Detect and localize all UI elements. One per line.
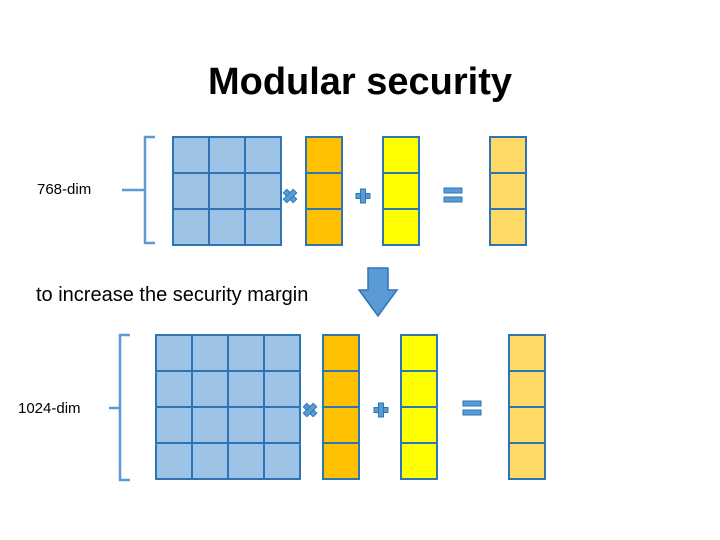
matrix-cell bbox=[244, 136, 282, 174]
security-margin-note: to increase the security margin bbox=[36, 284, 309, 306]
result-cell bbox=[508, 370, 546, 408]
result-cell bbox=[489, 208, 527, 246]
vector-cell bbox=[400, 334, 438, 372]
vector-cell bbox=[322, 334, 360, 372]
vector-cell bbox=[305, 208, 343, 246]
matrix-cell bbox=[172, 172, 210, 210]
matrix-cell bbox=[263, 334, 301, 372]
equals-icon bbox=[443, 187, 463, 194]
vector-cell bbox=[400, 406, 438, 444]
plus-icon bbox=[378, 402, 384, 418]
equals-icon bbox=[462, 400, 482, 407]
slide-title: Modular security bbox=[207, 61, 513, 103]
result-cell bbox=[508, 334, 546, 372]
matrix-cell bbox=[172, 208, 210, 246]
vector-cell bbox=[322, 442, 360, 480]
vector-cell bbox=[382, 136, 420, 174]
vector-cell bbox=[322, 406, 360, 444]
matrix-cell bbox=[263, 370, 301, 408]
matrix-cell bbox=[172, 136, 210, 174]
times-icon bbox=[302, 402, 318, 418]
dim-label-768: 768-dim bbox=[37, 181, 92, 198]
vector-cell bbox=[305, 172, 343, 210]
down-arrow-icon bbox=[357, 267, 399, 318]
matrix-cell bbox=[227, 442, 265, 480]
matrix-cell bbox=[244, 208, 282, 246]
matrix-cell bbox=[155, 442, 193, 480]
brace bbox=[118, 333, 130, 482]
matrix-cell bbox=[191, 334, 229, 372]
matrix-cell bbox=[155, 406, 193, 444]
matrix-cell bbox=[263, 442, 301, 480]
vector-cell bbox=[382, 172, 420, 210]
matrix-cell bbox=[208, 136, 246, 174]
matrix-cell bbox=[155, 334, 193, 372]
vector-cell bbox=[305, 136, 343, 174]
matrix-cell bbox=[191, 442, 229, 480]
matrix-cell bbox=[227, 334, 265, 372]
result-cell bbox=[508, 406, 546, 444]
dim-label-1024: 1024-dim bbox=[18, 400, 81, 417]
equals-icon bbox=[462, 409, 482, 416]
matrix-cell bbox=[191, 370, 229, 408]
matrix-cell bbox=[227, 406, 265, 444]
vector-cell bbox=[400, 370, 438, 408]
matrix-cell bbox=[263, 406, 301, 444]
result-cell bbox=[508, 442, 546, 480]
matrix-cell bbox=[208, 172, 246, 210]
equals-icon bbox=[443, 196, 463, 203]
matrix-cell bbox=[208, 208, 246, 246]
matrix-cell bbox=[155, 370, 193, 408]
vector-cell bbox=[322, 370, 360, 408]
plus-icon bbox=[360, 188, 366, 204]
matrix-cell bbox=[244, 172, 282, 210]
result-cell bbox=[489, 136, 527, 174]
matrix-cell bbox=[227, 370, 265, 408]
result-cell bbox=[489, 172, 527, 210]
vector-cell bbox=[400, 442, 438, 480]
matrix-cell bbox=[191, 406, 229, 444]
vector-cell bbox=[382, 208, 420, 246]
brace bbox=[143, 135, 155, 245]
times-icon bbox=[282, 188, 298, 204]
